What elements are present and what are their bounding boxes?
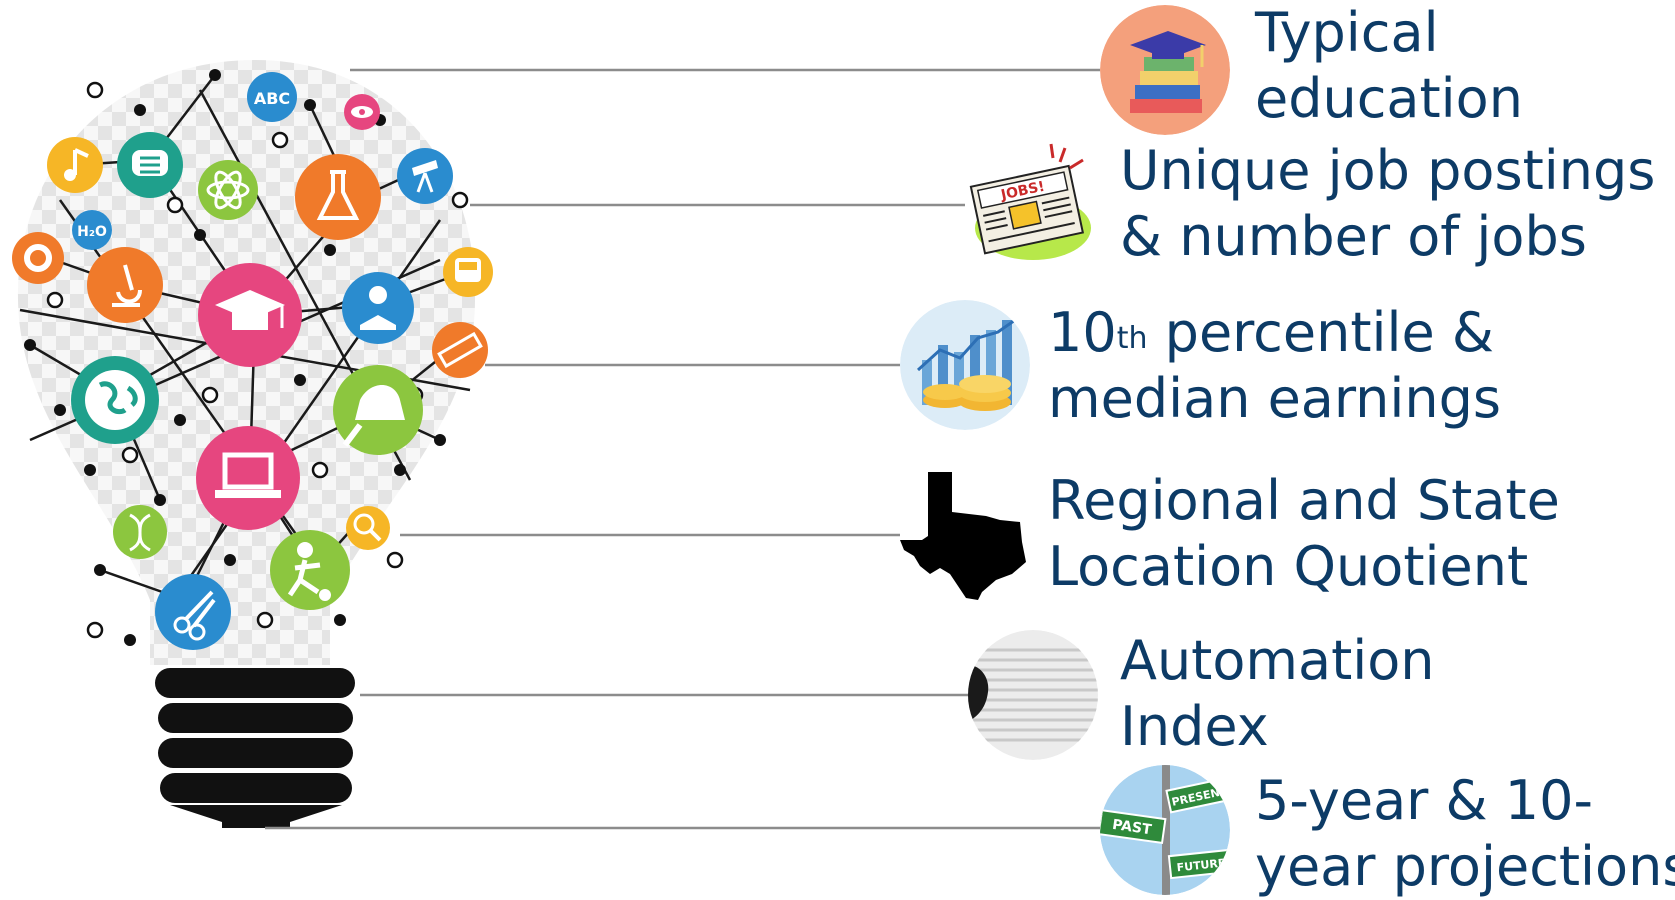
sign-future: FUTURE bbox=[1176, 856, 1226, 874]
label-line-1: Unique job postings bbox=[1120, 139, 1656, 202]
microscope-icon bbox=[87, 247, 163, 323]
earnings-chart-icon bbox=[900, 300, 1030, 430]
telescope-icon bbox=[397, 148, 453, 204]
chat-bubble-icon bbox=[117, 132, 183, 198]
label-job-postings: Unique job postings & number of jobs bbox=[1120, 138, 1655, 270]
automation-robot-icon bbox=[968, 630, 1098, 760]
label-line-2: & number of jobs bbox=[1120, 205, 1587, 268]
network-nodes-open bbox=[46, 81, 469, 639]
label-automation-index: Automation Index bbox=[1120, 628, 1435, 760]
label-percentile-earnings: 10th percentile & median earnings bbox=[1048, 300, 1501, 432]
dna-icon bbox=[113, 505, 167, 559]
label-line-1: Typical bbox=[1255, 1, 1439, 64]
abc-badge-icon: ABC bbox=[247, 72, 297, 122]
playing-child-icon bbox=[270, 530, 350, 610]
label-line-1: 10th percentile & bbox=[1048, 300, 1501, 366]
atom-icon bbox=[198, 160, 258, 220]
jobs-newspaper-icon: JOBS! bbox=[965, 140, 1095, 270]
music-note-icon bbox=[47, 137, 103, 193]
bulb-base bbox=[155, 668, 355, 828]
h2o-badge-text: H₂O bbox=[77, 224, 107, 240]
hand-bell-icon bbox=[333, 365, 423, 455]
scissors-icon bbox=[155, 574, 231, 650]
magnifier-icon bbox=[346, 506, 390, 550]
ruler-icon bbox=[432, 322, 488, 378]
school-bus-icon bbox=[443, 247, 493, 297]
texas-map-icon bbox=[900, 470, 1030, 600]
lightbulb-illustration: ABC H₂O bbox=[12, 60, 493, 828]
label-location-quotient: Regional and State Location Quotient bbox=[1048, 468, 1560, 600]
label-line-2: year projections bbox=[1255, 835, 1675, 898]
globe-icon bbox=[71, 356, 159, 444]
graduation-cap-icon bbox=[198, 263, 302, 367]
eye-icon bbox=[344, 94, 380, 130]
sign-past: PAST bbox=[1111, 817, 1153, 838]
gear-icon bbox=[12, 232, 64, 284]
h2o-badge-icon: H₂O bbox=[72, 210, 112, 250]
label-line-1: Automation bbox=[1120, 629, 1435, 692]
label-th-superscript: th bbox=[1116, 321, 1148, 356]
label-percentile: percentile & bbox=[1147, 301, 1494, 364]
laptop-icon bbox=[196, 426, 300, 530]
label-typical-education: Typical education bbox=[1255, 0, 1523, 132]
label-projections: 5-year & 10- year projections bbox=[1255, 768, 1675, 900]
flask-icon bbox=[295, 154, 381, 240]
label-line-1: 5-year & 10- bbox=[1255, 769, 1594, 832]
label-line-2: Index bbox=[1120, 695, 1269, 758]
label-line-2: education bbox=[1255, 67, 1523, 130]
label-line-2: Location Quotient bbox=[1048, 535, 1529, 598]
graduation-books-icon bbox=[1100, 5, 1230, 135]
past-present-future-sign-icon: PRESENT PAST FUTURE bbox=[1100, 765, 1230, 895]
label-line-2: median earnings bbox=[1048, 367, 1502, 430]
reader-person-icon bbox=[342, 272, 414, 344]
label-line-1: Regional and State bbox=[1048, 469, 1560, 532]
abc-badge-text: ABC bbox=[254, 89, 290, 108]
label-ten: 10 bbox=[1048, 301, 1117, 364]
